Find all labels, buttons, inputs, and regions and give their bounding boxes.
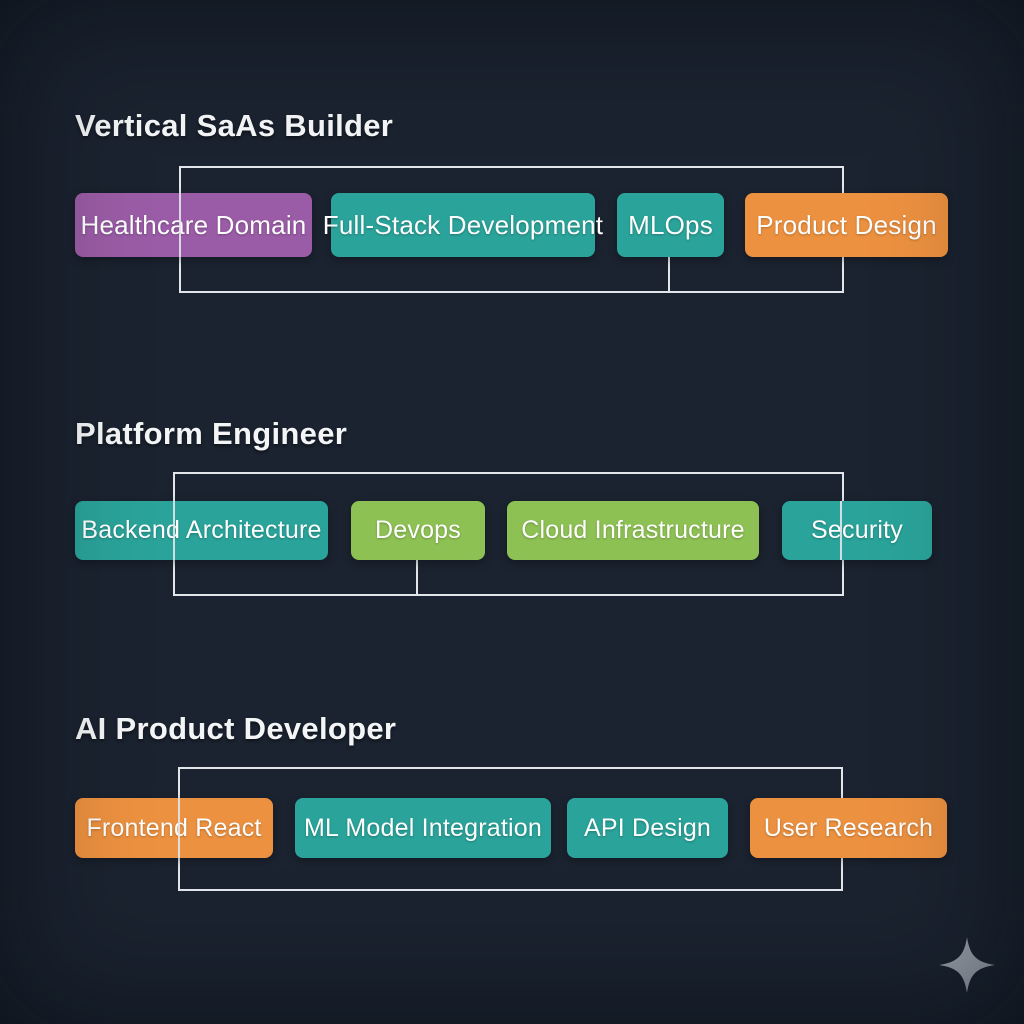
skill-badge-backend-architecture: Backend Architecture: [75, 501, 328, 560]
skill-badge-cloud-infrastructure: Cloud Infrastructure: [507, 501, 759, 560]
skill-badge-user-research: User Research: [750, 798, 947, 858]
skill-badge-devops: Devops: [351, 501, 485, 560]
group-title-vertical-saas-builder: Vertical SaAs Builder: [75, 108, 394, 143]
frame-edge-overlay: [840, 501, 842, 560]
skill-badge-mlops: MLOps: [617, 193, 724, 257]
skill-badge-ml-model-integration: ML Model Integration: [295, 798, 551, 858]
skill-badge-healthcare-domain: Healthcare Domain: [75, 193, 312, 257]
frame-edge-overlay: [178, 798, 180, 858]
skill-badge-full-stack-development: Full-Stack Development: [323, 193, 603, 257]
skill-badge-frontend-react: Frontend React: [75, 798, 273, 858]
skill-badge-api-design: API Design: [567, 798, 728, 858]
group-title-platform-engineer: Platform Engineer: [75, 416, 348, 451]
connector-line: [668, 255, 670, 293]
frame-edge-overlay: [179, 193, 181, 257]
skill-badge-product-design: Product Design: [745, 193, 948, 257]
frame-edge-overlay: [173, 501, 175, 560]
connector-line: [416, 558, 418, 596]
sparkle-icon: [938, 936, 996, 994]
skill-badge-security: Security: [782, 501, 932, 560]
group-title-ai-product-developer: AI Product Developer: [75, 711, 397, 746]
